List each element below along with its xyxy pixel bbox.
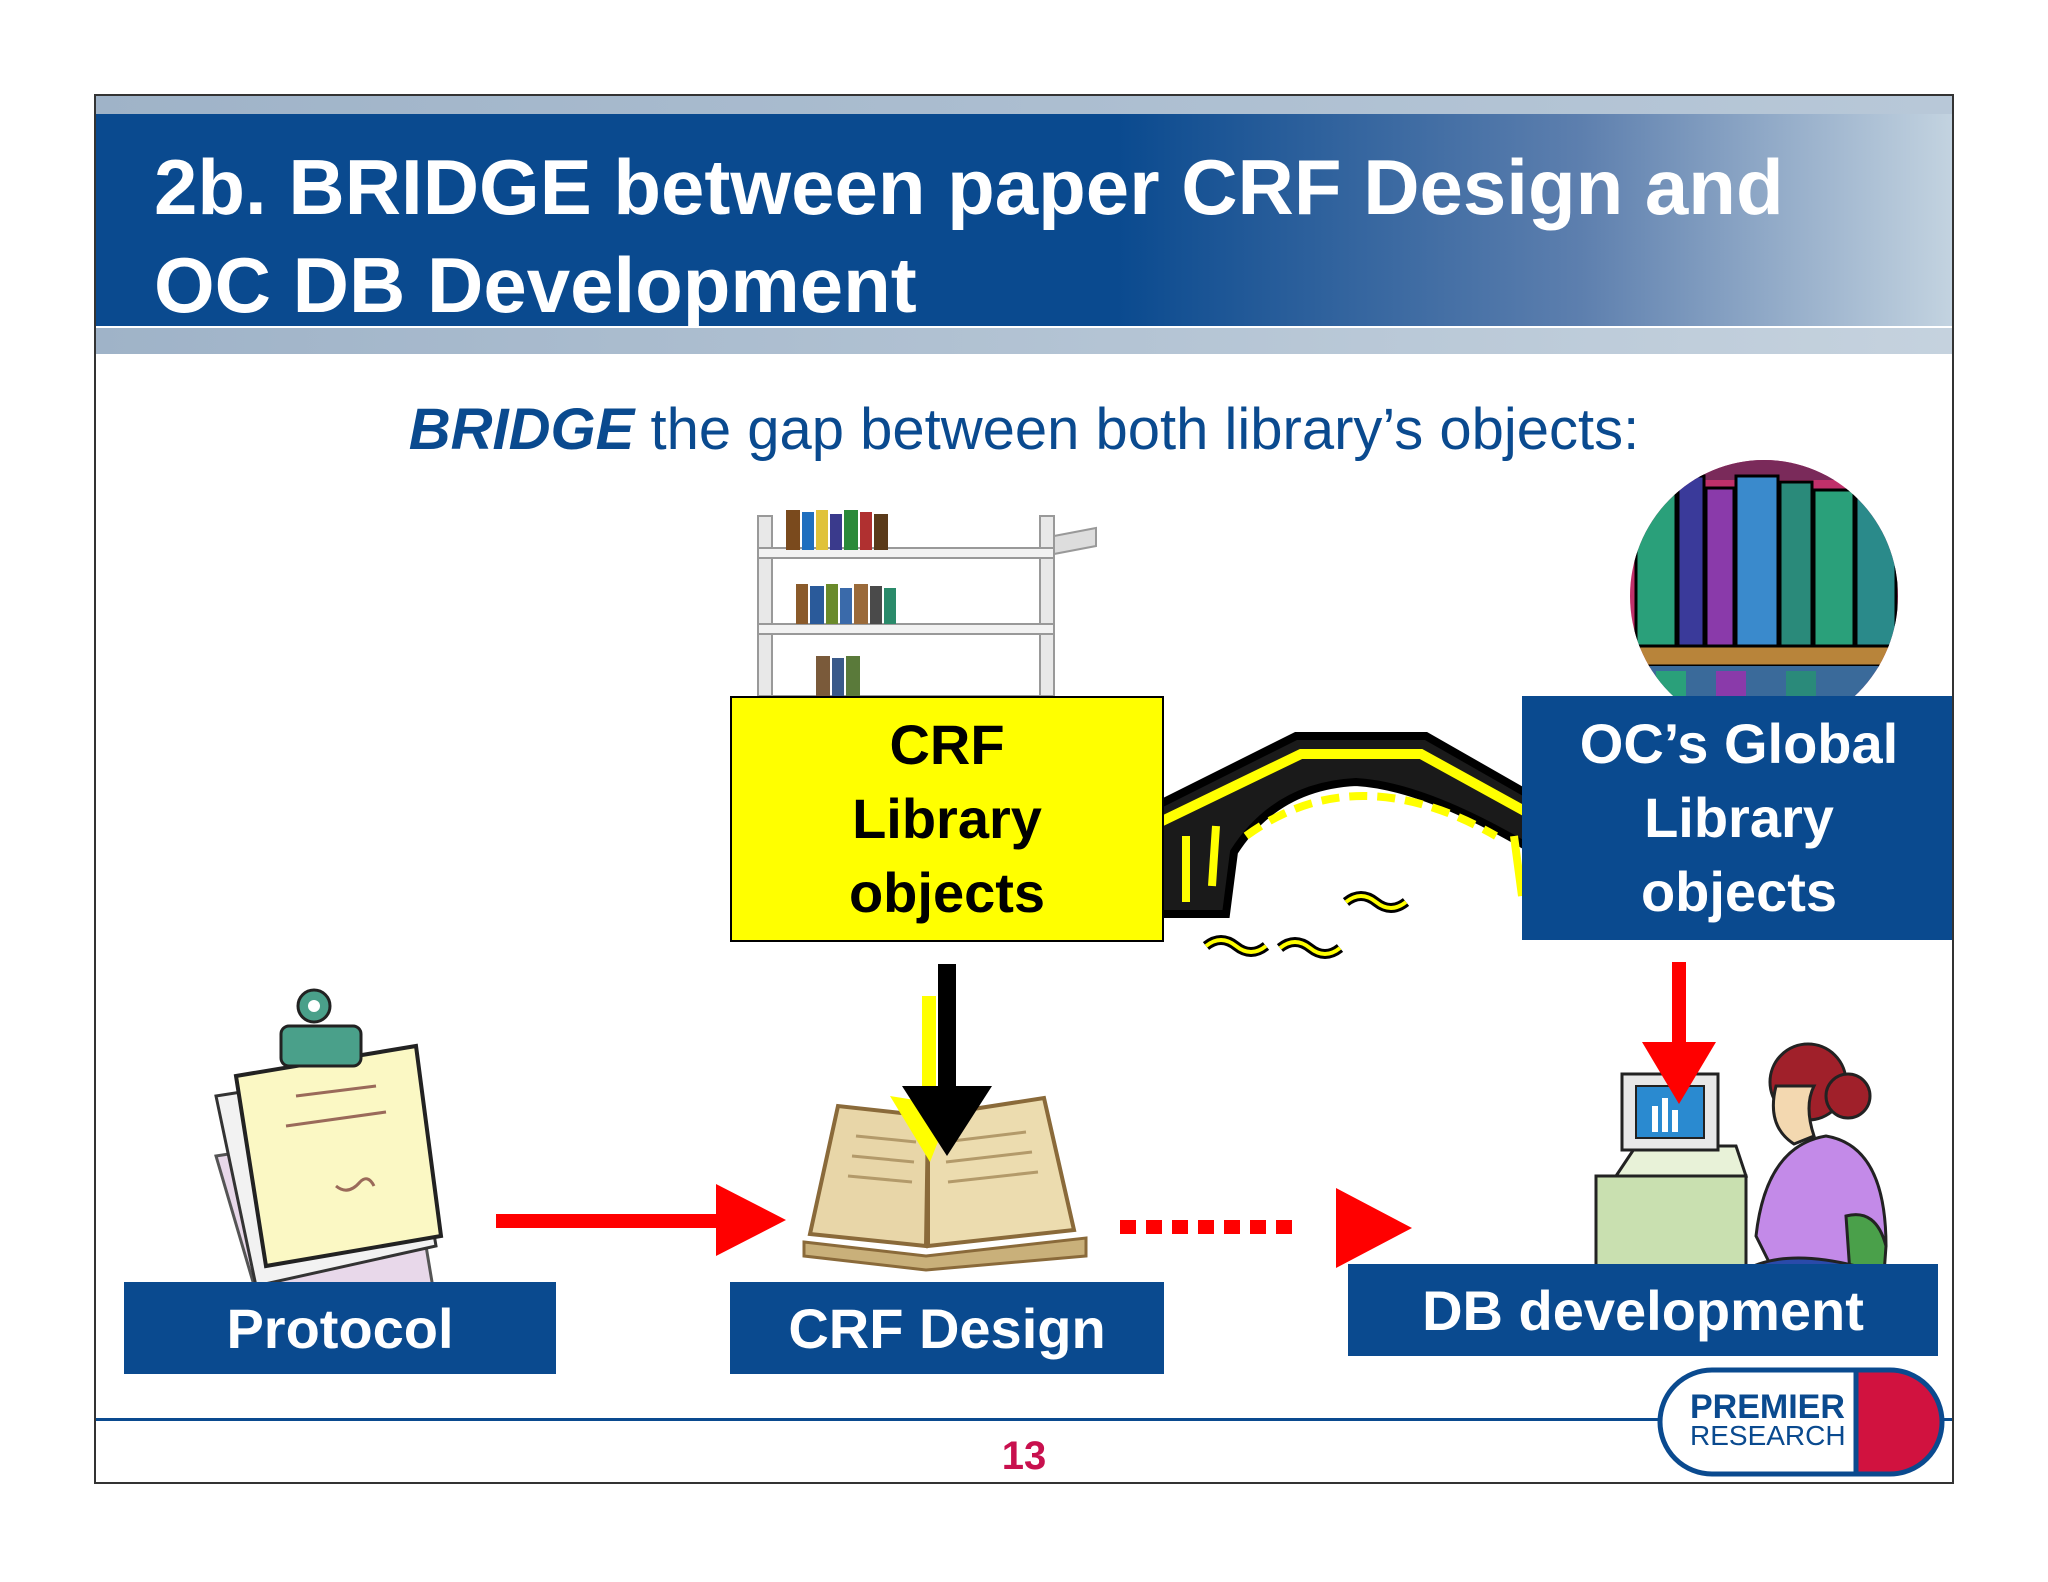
subtitle-emphasis: BRIDGE xyxy=(408,397,635,462)
book-cart-icon xyxy=(757,510,1097,726)
oc-library-line-1: OC’s Global xyxy=(1579,712,1899,775)
crf-library-line-3: objects xyxy=(848,861,1046,924)
subtitle-rest: the gap between both library’s objects: xyxy=(634,397,1640,462)
open-book-icon xyxy=(802,1095,1088,1272)
subtitle: BRIDGE the gap between both library’s ob… xyxy=(96,396,1952,463)
computer-user-icon xyxy=(1594,1042,1888,1304)
crf-library-line-2: Library xyxy=(852,787,1042,850)
page-number: 13 xyxy=(1001,1434,1047,1478)
title-line-2: OC DB Development xyxy=(154,241,917,329)
crf-to-db-dotted-arrow xyxy=(1120,1188,1412,1268)
bridge-icon xyxy=(1132,732,1577,959)
slide-title: 2b. BRIDGE between paper CRF Design and … xyxy=(154,138,1914,334)
title-bottom-stripe xyxy=(96,328,1952,354)
title-top-stripe xyxy=(96,96,1952,114)
protocol-box: Protocol xyxy=(124,1282,556,1374)
db-development-box: DB development xyxy=(1348,1264,1938,1356)
title-band xyxy=(96,114,1952,326)
crf-design-box: CRF Design xyxy=(730,1282,1164,1374)
library-books-icon xyxy=(1630,460,1898,732)
protocol-to-crf-arrow xyxy=(496,1184,786,1256)
db-development-label: DB development xyxy=(1422,1278,1864,1342)
crf-library-line-1: CRF xyxy=(889,713,1005,776)
logo-research: RESEARCH xyxy=(1690,1420,1846,1451)
crf-library-box: CRF Library objects xyxy=(730,696,1164,942)
slide: 2b. BRIDGE between paper CRF Design and … xyxy=(94,94,1954,1484)
title-line-1: 2b. BRIDGE between paper CRF Design and xyxy=(154,143,1784,231)
crf-library-down-arrow xyxy=(890,964,992,1162)
oc-library-line-3: objects xyxy=(1640,860,1838,923)
diagram-graphics xyxy=(214,460,1898,1328)
oc-global-library-box: OC’s Global Library objects xyxy=(1522,696,1952,940)
protocol-label: Protocol xyxy=(226,1296,454,1360)
clipboard-icon xyxy=(214,988,444,1328)
footer-divider xyxy=(96,1418,1952,1421)
crf-design-label: CRF Design xyxy=(788,1296,1106,1360)
premier-research-logo: PREMIER RESEARCH xyxy=(1656,1366,1946,1478)
oc-library-down-arrow xyxy=(1642,962,1716,1104)
oc-library-line-2: Library xyxy=(1644,786,1834,849)
title-bar: 2b. BRIDGE between paper CRF Design and … xyxy=(96,96,1952,356)
logo-shape xyxy=(1657,1367,1945,1477)
logo-premier: PREMIER xyxy=(1690,1388,1845,1426)
